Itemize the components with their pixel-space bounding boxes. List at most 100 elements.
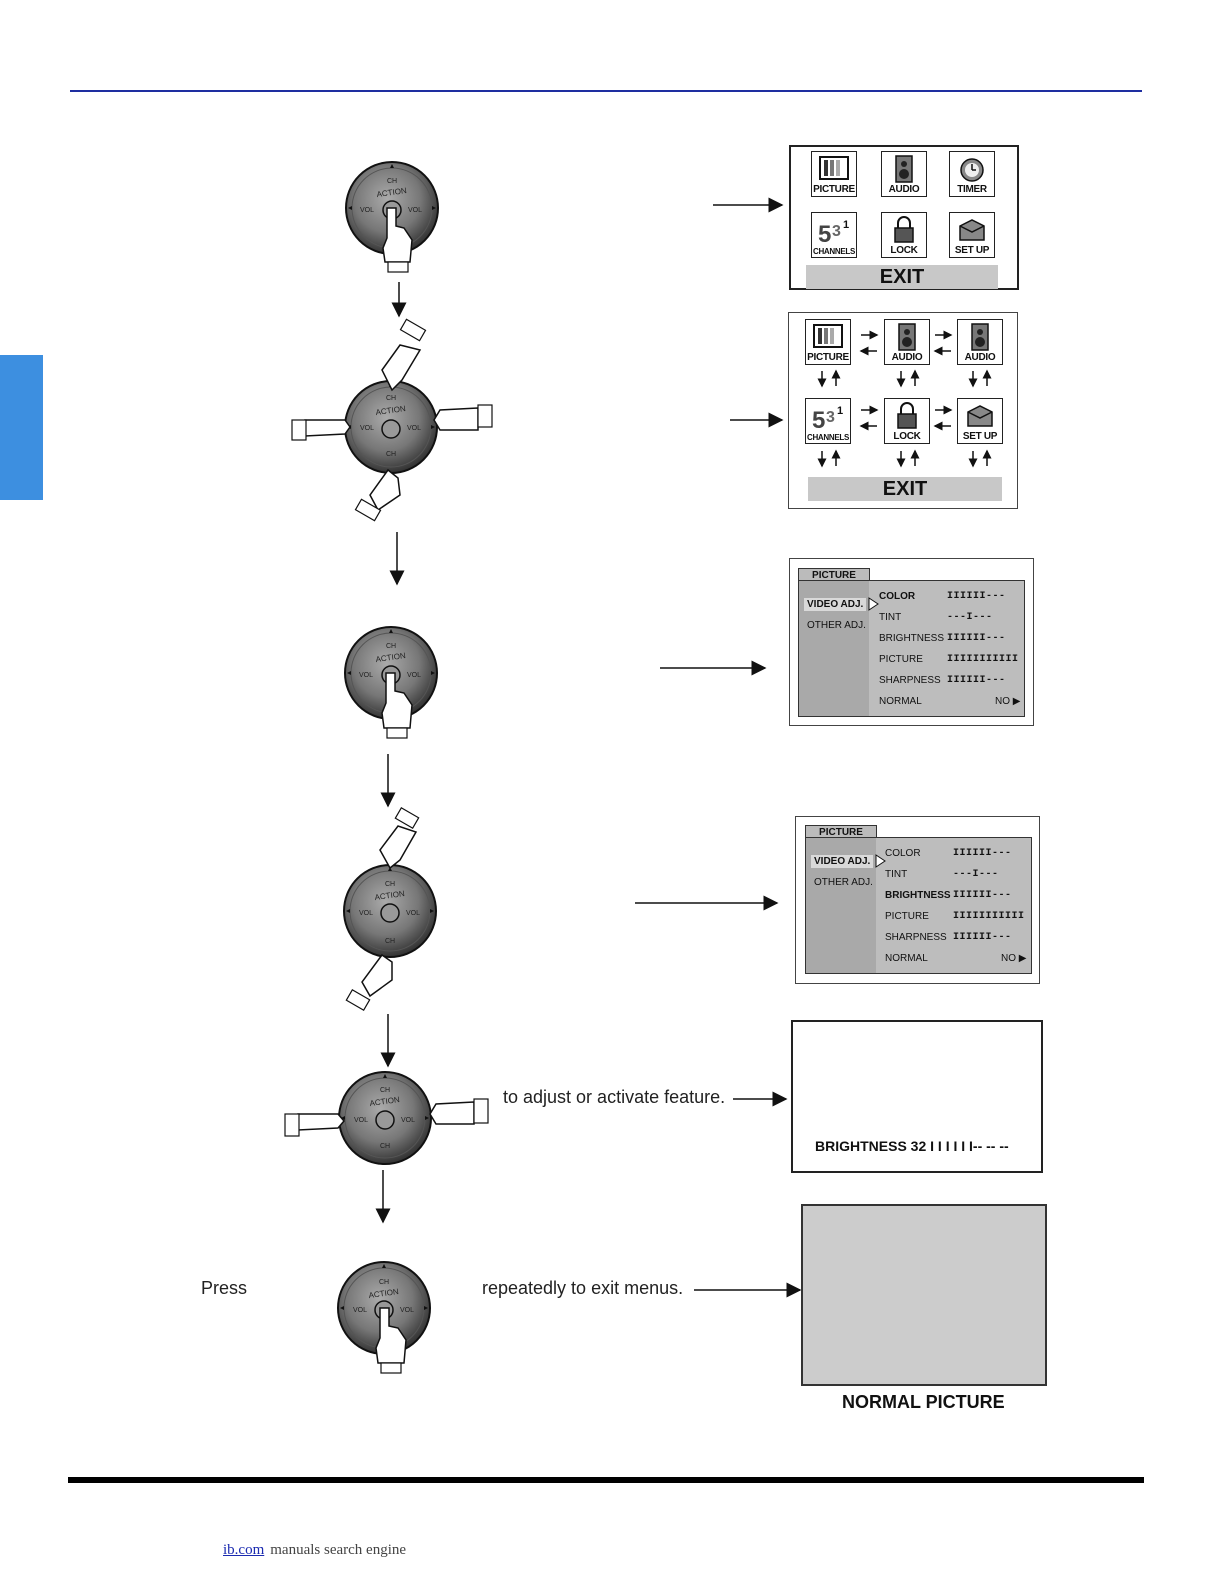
remote-step1-icon: CH ACTION VOL VOL (345, 161, 439, 273)
setup-menu-icon: SET UP (957, 398, 1003, 444)
icon-label: CHANNELS (806, 433, 850, 442)
row-color-bar: IIIIII--- (953, 848, 1012, 859)
row-brightness-bar: IIIIII--- (953, 890, 1012, 901)
step6-instruction: repeatedly to exit menus. (482, 1278, 684, 1298)
picture-menu-screen-2: PICTURE VIDEO ADJ. OTHER ADJ. COLOR IIII… (795, 816, 1040, 984)
remote-step4-icon: CH ACTION VOL VOL CH (343, 806, 437, 1012)
other-adj-item[interactable]: OTHER ADJ. (814, 877, 873, 888)
row-color-label: COLOR (885, 848, 921, 859)
picture-panel: VIDEO ADJ. OTHER ADJ. COLOR IIIIII--- TI… (805, 837, 1032, 974)
row-normal-label: NORMAL (885, 953, 928, 964)
brightness-readout: BRIGHTNESS 32 I I I I I I-- -- -- (815, 1138, 1009, 1154)
svg-text:VOL: VOL (360, 425, 374, 432)
other-adj-item[interactable]: OTHER ADJ. (807, 620, 866, 631)
svg-text:CH: CH (385, 881, 395, 888)
svg-text:CH: CH (380, 1087, 390, 1094)
video-adj-item[interactable]: VIDEO ADJ. (811, 855, 874, 868)
picture-panel: VIDEO ADJ. OTHER ADJ. COLOR IIIIII--- TI… (798, 580, 1025, 717)
row-color-label: COLOR (879, 591, 916, 602)
row-sharpness-bar: IIIIII--- (953, 932, 1012, 943)
svg-text:CH: CH (386, 643, 396, 650)
picture-menu-screen-1: PICTURE VIDEO ADJ. OTHER ADJ. COLOR IIII… (789, 558, 1034, 726)
selector-arrow-icon (868, 597, 879, 611)
icon-label: TIMER (957, 184, 987, 195)
svg-text:VOL: VOL (406, 910, 420, 917)
svg-text:CH: CH (387, 178, 397, 185)
icon-label: AUDIO (964, 352, 996, 363)
row-normal-value: NO ▶ (995, 696, 1021, 707)
icon-label: LOCK (893, 431, 921, 442)
row-picture-label: PICTURE (879, 654, 923, 665)
svg-text:3: 3 (832, 223, 841, 240)
svg-text:VOL: VOL (401, 1117, 415, 1124)
remote-step3-icon: CH ACTION VOL VOL (344, 626, 438, 739)
svg-text:VOL: VOL (400, 1307, 414, 1314)
row-sharpness-bar: IIIIII--- (947, 675, 1006, 686)
svg-text:VOL: VOL (408, 207, 422, 214)
svg-text:ACTION: ACTION (369, 1095, 400, 1108)
svg-text:1: 1 (843, 219, 849, 231)
svg-text:ACTION: ACTION (375, 651, 406, 664)
svg-text:1: 1 (837, 405, 843, 417)
svg-text:CH: CH (386, 451, 396, 458)
svg-text:ACTION: ACTION (375, 404, 406, 417)
row-picture-bar: IIIIIIIIIII (947, 654, 1019, 665)
row-normal-label: NORMAL (879, 696, 922, 707)
picture-tab: PICTURE (798, 568, 870, 581)
icon-label: AUDIO (891, 352, 923, 363)
row-tint-label: TINT (879, 612, 902, 623)
icon-label: SET UP (954, 245, 990, 256)
picture-menu-icon: PICTURE (811, 151, 857, 197)
row-brightness-label: BRIGHTNESS (885, 890, 951, 901)
svg-text:VOL: VOL (354, 1117, 368, 1124)
picture-tab: PICTURE (805, 825, 877, 838)
svg-text:CH: CH (386, 395, 396, 402)
icon-label: LOCK (890, 245, 918, 256)
row-normal-value: NO ▶ (1001, 953, 1027, 964)
svg-text:VOL: VOL (360, 207, 374, 214)
row-brightness-bar: IIIIII--- (947, 633, 1006, 644)
svg-text:5: 5 (812, 407, 825, 430)
remote-step5-icon: CH ACTION VOL VOL CH (284, 1071, 489, 1165)
footer-rule (68, 1477, 1144, 1483)
lock-menu-icon: LOCK (881, 212, 927, 258)
exit-bar: EXIT (808, 477, 1002, 501)
svg-text:VOL: VOL (353, 1307, 367, 1314)
row-tint-bar: ---I--- (953, 869, 999, 880)
exit-bar: EXIT (806, 265, 998, 289)
row-tint-label: TINT (885, 869, 908, 880)
step5-instruction: to adjust or activate feature. (503, 1087, 726, 1107)
svg-text:VOL: VOL (407, 672, 421, 679)
footer-link[interactable]: ib.com (223, 1542, 265, 1558)
picture-menu-icon: PICTURE (805, 319, 851, 365)
normal-picture-screen (801, 1204, 1047, 1386)
audio-menu-icon: AUDIO (881, 151, 927, 197)
row-tint-bar: ---I--- (947, 612, 993, 623)
section-tab (0, 355, 43, 500)
selector-arrow-icon (875, 854, 886, 868)
svg-text:VOL: VOL (359, 910, 373, 917)
header-rule (70, 90, 1142, 92)
audio-menu-icon: AUDIO (957, 319, 1003, 365)
icon-label: SET UP (962, 431, 998, 442)
svg-text:3: 3 (826, 409, 835, 426)
svg-text:ACTION: ACTION (374, 889, 405, 902)
remote-step2-icon: CH ACTION VOL VOL CH (291, 318, 493, 522)
timer-menu-icon: TIMER (949, 151, 995, 197)
brightness-screen: BRIGHTNESS 32 I I I I I I-- -- -- (791, 1020, 1043, 1173)
setup-menu-icon: SET UP (949, 212, 995, 258)
audio-menu-icon: AUDIO (884, 319, 930, 365)
remote-step6-icon: CH ACTION VOL VOL (337, 1261, 431, 1374)
normal-picture-caption: NORMAL PICTURE (842, 1392, 1005, 1412)
icon-label: AUDIO (888, 184, 920, 195)
svg-text:CH: CH (380, 1143, 390, 1150)
svg-text:ACTION: ACTION (376, 186, 407, 199)
row-picture-label: PICTURE (885, 911, 929, 922)
video-adj-item[interactable]: VIDEO ADJ. (804, 598, 867, 611)
icon-label: PICTURE (813, 184, 855, 195)
